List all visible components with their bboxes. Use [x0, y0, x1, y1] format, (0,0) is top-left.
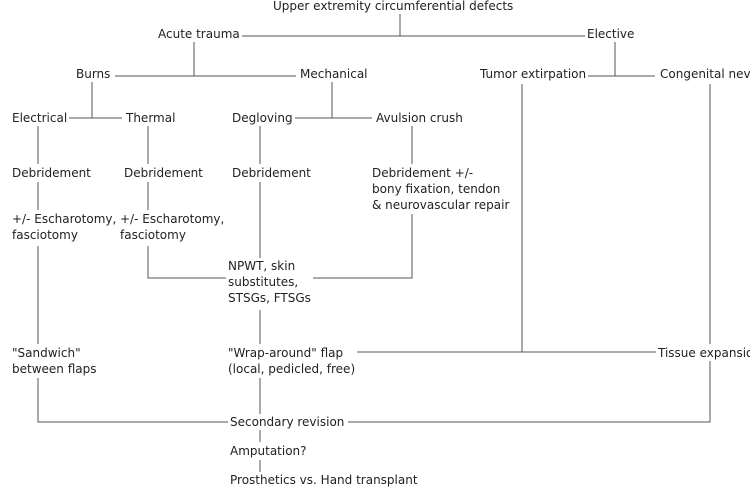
edge-expansion-revision [348, 360, 711, 423]
node-secondary-revision: Secondary revision [228, 414, 347, 430]
node-sandwich: "Sandwich" between flaps [10, 345, 99, 377]
node-burns: Burns [74, 66, 113, 82]
node-elective: Elective [585, 26, 637, 42]
node-debridement-degloving: Debridement [230, 165, 313, 181]
node-debridement-electrical: Debridement [10, 165, 93, 181]
node-acute-trauma: Acute trauma [156, 26, 242, 42]
node-tissue-expansion: Tissue expansion [656, 345, 750, 361]
node-avulsion-crush: Avulsion crush [374, 110, 465, 126]
node-thermal: Thermal [124, 110, 178, 126]
edge-sandwich-revision [37, 378, 228, 423]
node-prosthetics: Prosthetics vs. Hand transplant [228, 472, 420, 488]
node-tumor-extirpation: Tumor extirpation [478, 66, 589, 82]
node-degloving: Degloving [230, 110, 295, 126]
node-debridement-avulsion: Debridement +/- bony fixation, tendon & … [370, 165, 512, 213]
node-escharotomy-electrical: +/- Escharotomy, fasciotomy [10, 211, 119, 243]
node-congenital-nevi: Congenital nevi [658, 66, 750, 82]
edge-avulsion-npwt [300, 214, 413, 279]
node-electrical: Electrical [10, 110, 70, 126]
edge-thermal-npwt [147, 246, 226, 279]
node-wrap-around-flap: "Wrap-around" flap (local, pedicled, fre… [226, 345, 358, 377]
node-root: Upper extremity circumferential defects [271, 0, 516, 14]
node-escharotomy-thermal: +/- Escharotomy, fasciotomy [118, 211, 227, 243]
node-amputation: Amputation? [228, 443, 309, 459]
node-debridement-thermal: Debridement [122, 165, 205, 181]
node-npwt: NPWT, skin substitutes, STSGs, FTSGs [226, 258, 313, 306]
node-mechanical: Mechanical [298, 66, 370, 82]
